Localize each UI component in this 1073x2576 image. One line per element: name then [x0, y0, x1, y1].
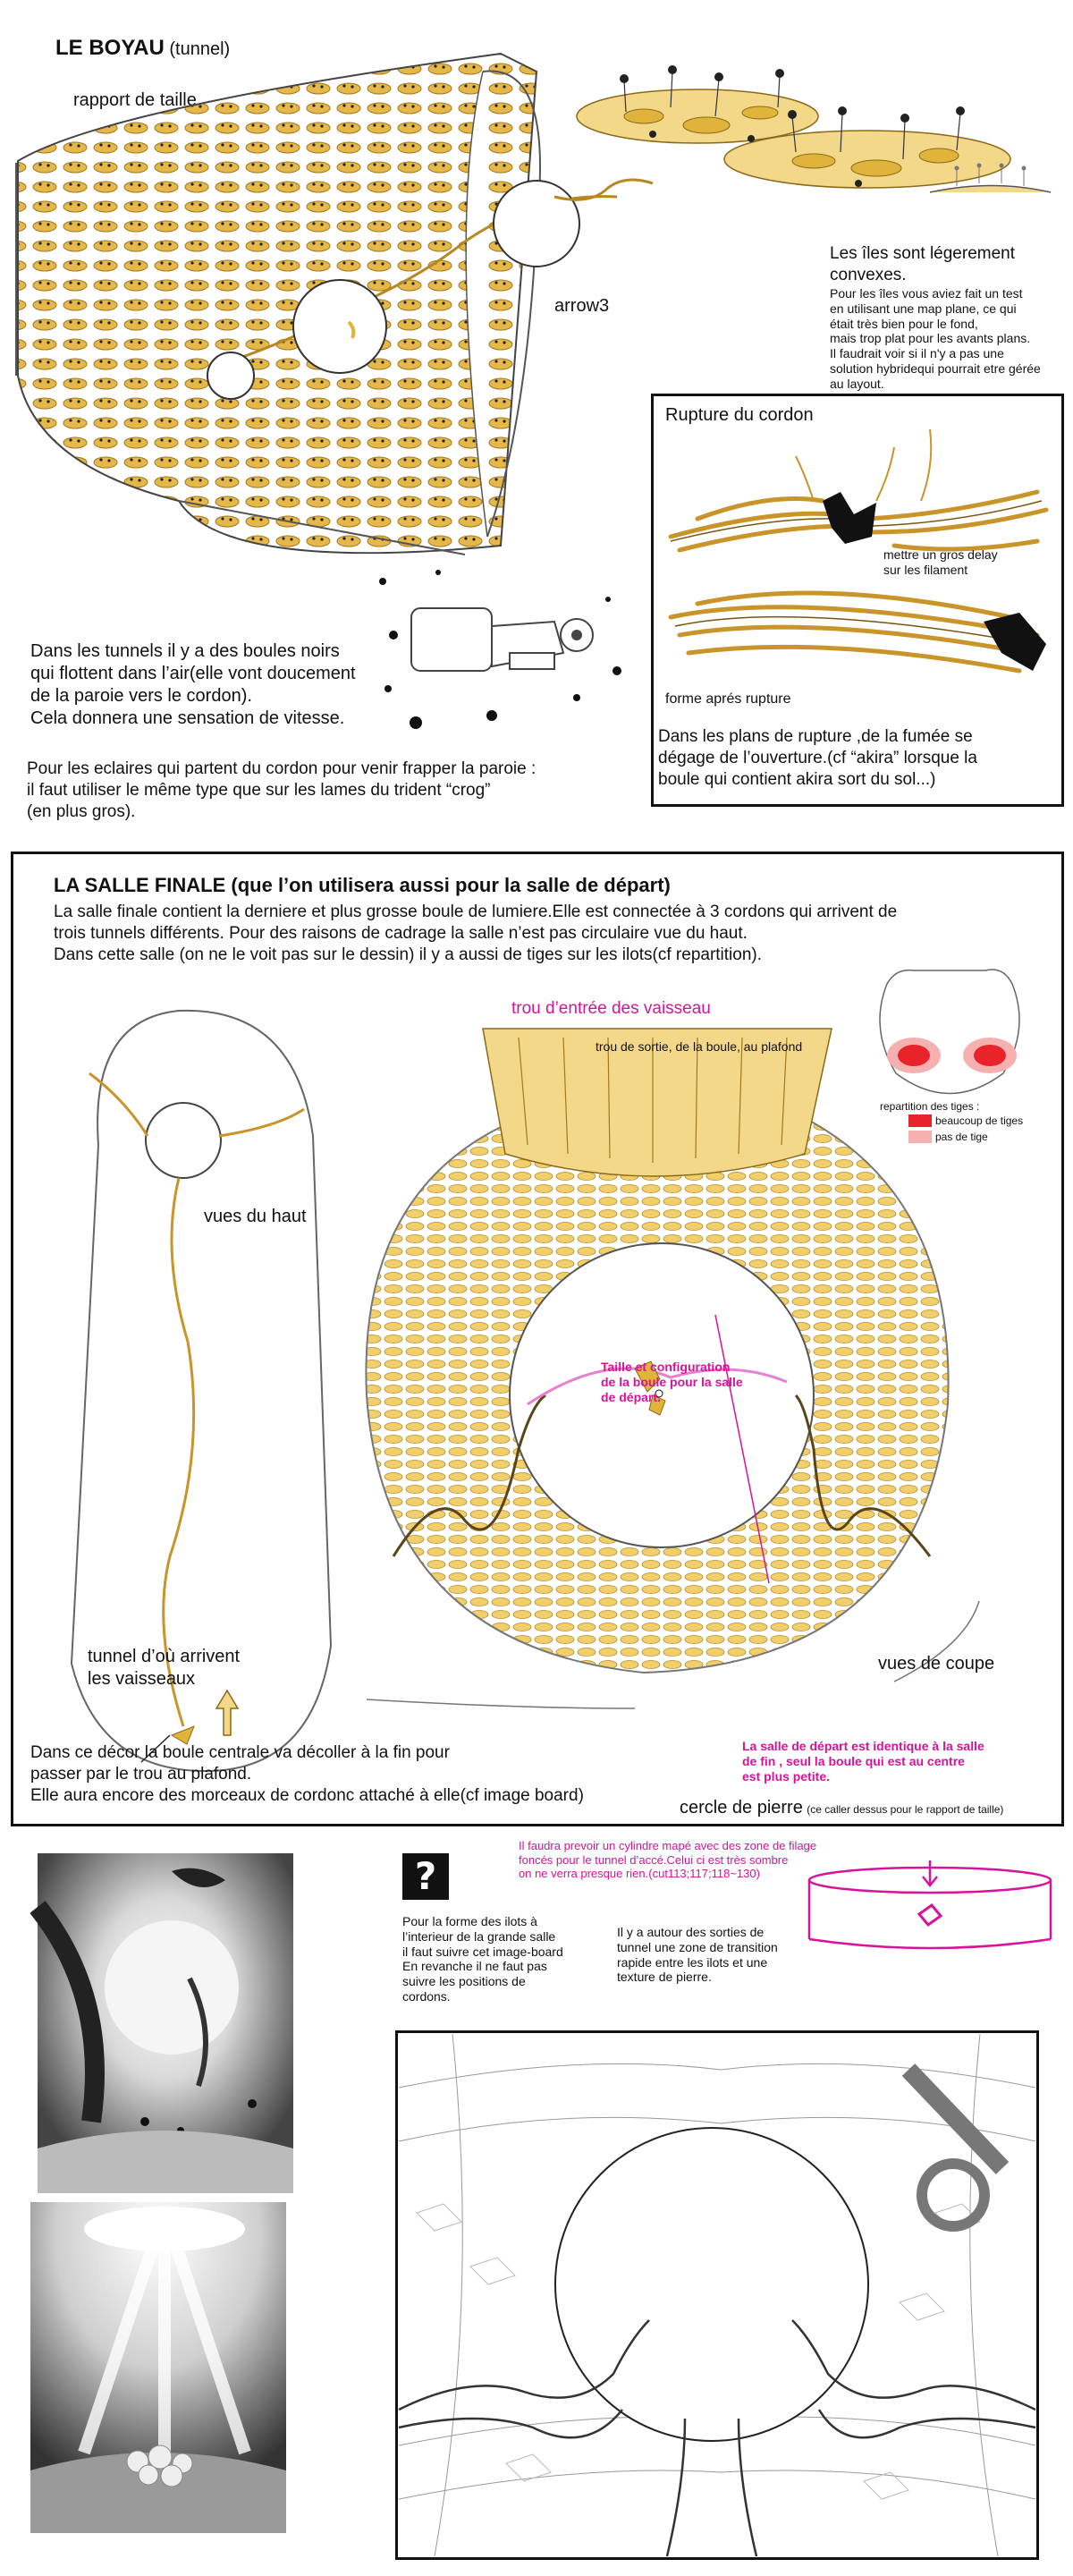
- top-view-label: vues du haut: [204, 1207, 307, 1226]
- section-view-sketch: [365, 1028, 980, 1709]
- stems-legend-none-swatch: [908, 1131, 932, 1143]
- vehicle-sketch: [379, 570, 621, 729]
- section-cord-right: [794, 1394, 932, 1557]
- size-ratio-label: rapport de taille: [73, 90, 197, 110]
- tunnel-body: [17, 52, 538, 555]
- tunnel-cord-tail: [553, 178, 654, 201]
- magnifier-lens: [917, 2158, 990, 2232]
- final-room-intro: La salle finale contient la derniere et …: [54, 902, 898, 964]
- rupture-break: [823, 492, 876, 544]
- stems-many-label: beaucoup de tiges: [935, 1114, 1024, 1127]
- islands-note: Pour les îles vous aviez fait un test en…: [830, 286, 1041, 391]
- lightning-text: Pour les eclaires qui partent du cordon …: [27, 759, 536, 821]
- islands-shape-note: Pour la forme des ilots à l’interieur de…: [402, 1914, 563, 2004]
- rupture-box: [651, 394, 1064, 807]
- question-icon: ?: [402, 1853, 449, 1900]
- stems-title: repartition des tiges :: [880, 1100, 980, 1113]
- line-art-ball: [554, 2127, 869, 2442]
- start-config-sketch: [527, 1367, 788, 1406]
- tunnel-ball-large: [292, 279, 387, 374]
- stems-none-label: pas de tige: [935, 1131, 988, 1143]
- islands-sketch: [576, 65, 1052, 193]
- entry-hole-label: trou d’entrée des vaisseau: [511, 999, 711, 1018]
- stone-circle-caption: cercle de pierre (ce caller dessus pour …: [680, 1798, 1003, 1818]
- islands-title: Les îles sont légerement convexes.: [830, 244, 1016, 284]
- line-art-sketch: [398, 2033, 1036, 2557]
- line-art-box: [395, 2030, 1039, 2560]
- takeoff-text: Dans ce décor la boule centrale va décol…: [30, 1743, 584, 1805]
- arrival-tunnel-label: tunnel d’où arrivent les vaisseaux: [88, 1647, 241, 1689]
- magnifier-handle: [901, 2063, 1010, 2174]
- tunnel-ball-small: [207, 352, 255, 400]
- tunnel-outline-bottom: [178, 500, 466, 555]
- tunnel-sketch: [15, 52, 618, 555]
- cylinder-sketch: [807, 1860, 1052, 1950]
- particles-text: Dans les tunnels il y a des boules noirs…: [30, 641, 356, 728]
- start-config-label: Taille et configuration de la boule pour…: [601, 1360, 743, 1404]
- arrow-label: arrow3: [554, 296, 610, 316]
- section-cord-left: [392, 1394, 546, 1557]
- rupture-after-label: forme aprés rupture: [665, 691, 791, 707]
- final-room-title: LA SALLE FINALE (que l’on utilisera auss…: [54, 874, 671, 896]
- final-room-box: [11, 852, 1064, 1826]
- storyboard-frame-1: [30, 1853, 293, 2193]
- exit-hole-label: trou de sortie, de la boule, au plafond: [596, 1039, 803, 1054]
- top-view-sketch: [70, 1009, 333, 1773]
- rupture-smoke-text: Dans les plans de rupture ,de la fumée s…: [658, 727, 977, 789]
- cylinder-note: Il faudra prevoir un cylindre mapé avec …: [519, 1839, 817, 1881]
- tunnel-ball-far: [493, 180, 580, 267]
- rupture-delay-note: mettre un gros delay sur les filament: [883, 547, 998, 577]
- stems-distribution-sketch: [879, 969, 1020, 1095]
- section-chimney: [482, 1028, 832, 1177]
- tunnel-title: LE BOYAU (tunnel): [55, 36, 231, 60]
- stone-circle-note: (ce caller dessus pour le rapport de tai…: [807, 1803, 1004, 1816]
- storyboard-frame-2: [30, 2202, 286, 2533]
- start-room-note: La salle de départ est identique à la sa…: [742, 1739, 984, 1784]
- rupture-sketch: [668, 428, 1049, 674]
- section-view-label: vues de coupe: [878, 1654, 995, 1674]
- transition-zone-note: Il y a autour des sorties de tunnel une …: [617, 1925, 778, 1985]
- stems-legend-many-swatch: [908, 1114, 932, 1127]
- stone-circle-label: cercle de pierre: [680, 1798, 803, 1818]
- rupture-title: Rupture du cordon: [665, 405, 814, 425]
